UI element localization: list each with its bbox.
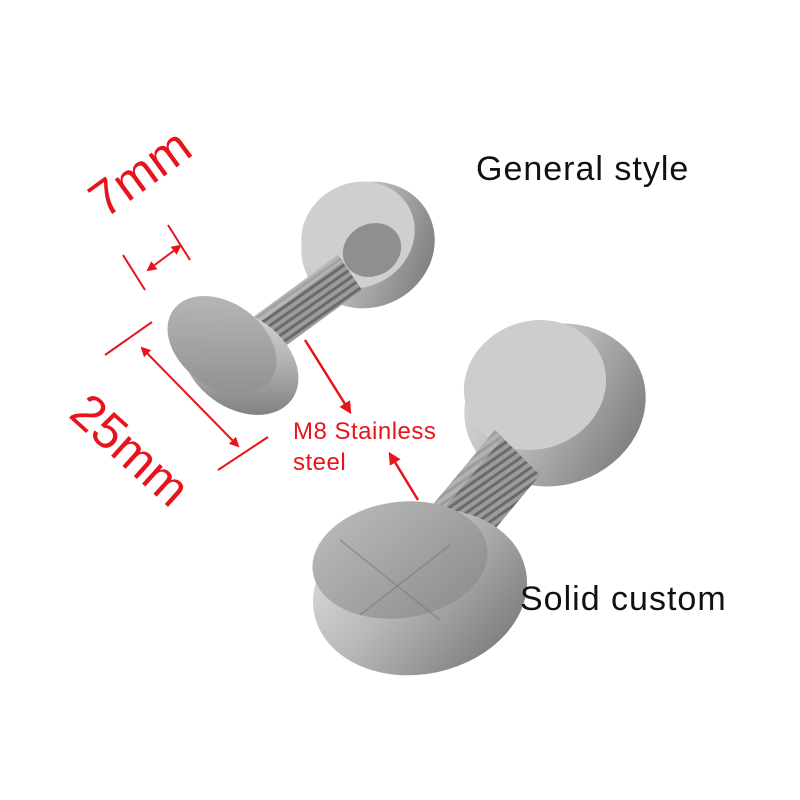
front-cap-large — [312, 501, 528, 676]
diameter-dimension-lines — [104, 321, 269, 471]
general-style-label: General style — [476, 150, 690, 188]
material-label-line2: steel — [293, 449, 347, 476]
material-label-line1: M8 Stainless — [293, 418, 437, 445]
solid-custom-standoff — [312, 320, 646, 676]
general-style-standoff — [167, 181, 435, 415]
threaded-rod — [252, 255, 362, 353]
solid-custom-label: Solid custom — [520, 580, 727, 618]
width-dimension-lines — [122, 224, 191, 291]
material-arrows — [303, 339, 420, 501]
